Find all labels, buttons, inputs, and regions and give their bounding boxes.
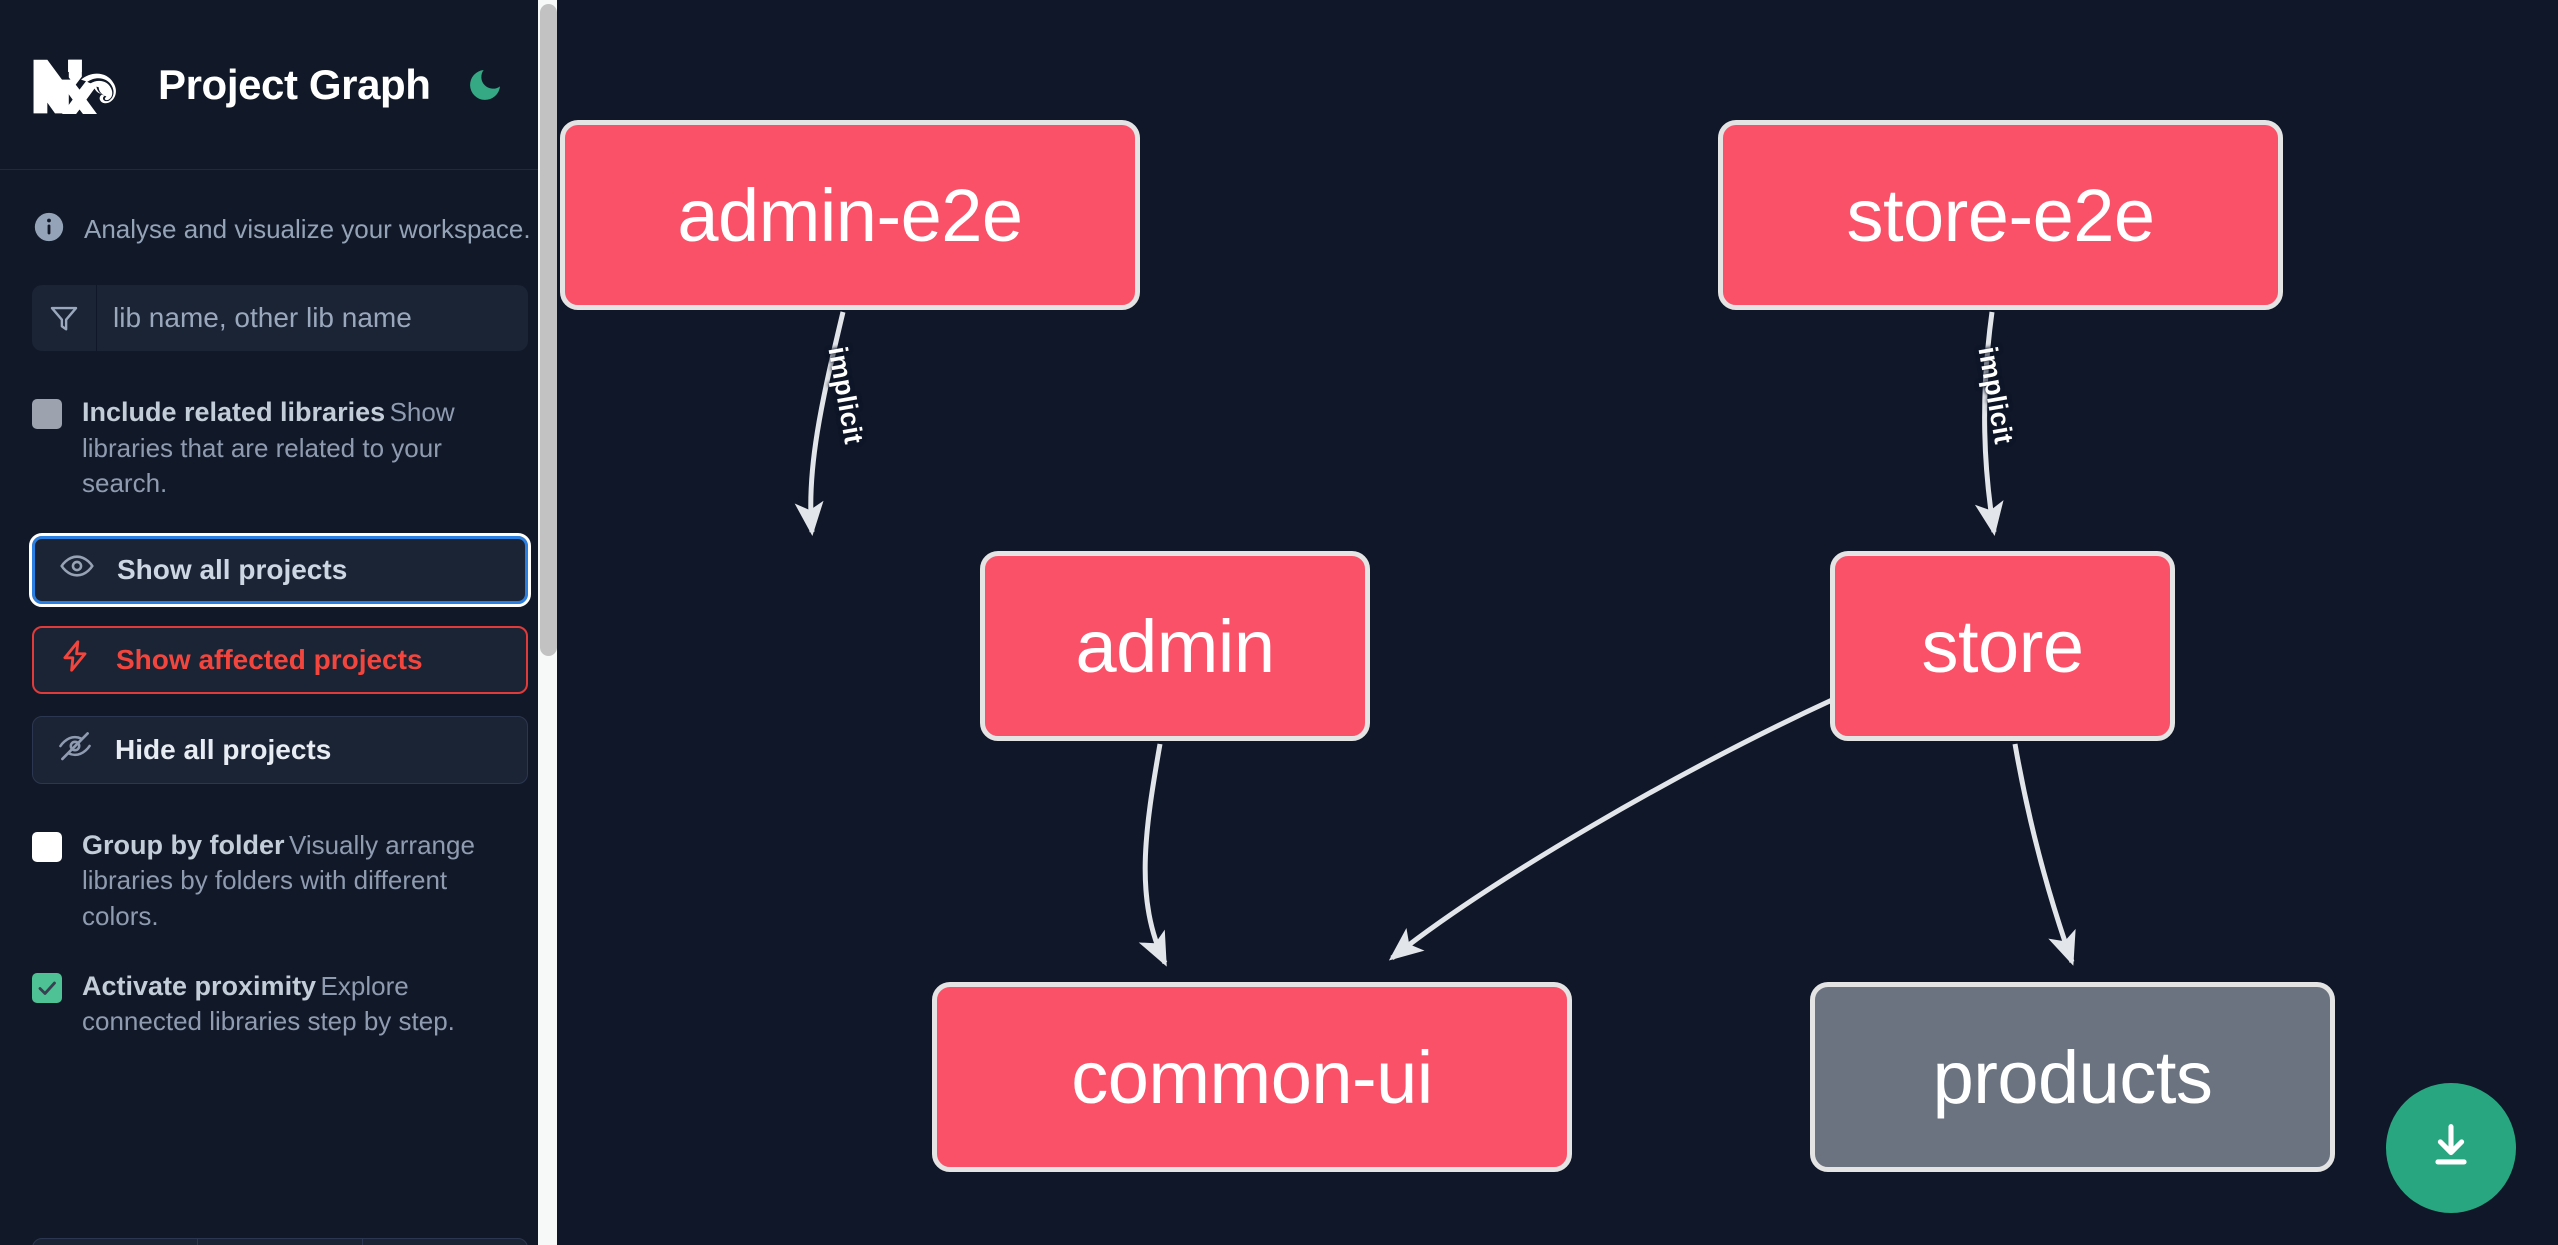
graph-node-store[interactable]: store [1830,551,2175,741]
eye-off-icon [57,728,93,771]
eye-icon [59,548,95,591]
hide-all-projects-label: Hide all projects [115,733,332,765]
activate-proximity-row[interactable]: Activate proximity Explore connected lib… [32,969,528,1040]
group-by-folder-label: Group by folder [82,829,285,860]
nx-logo-icon [32,56,124,119]
info-circle-icon [32,210,66,249]
group-by-folder-description: Visually arrange libraries by folders wi… [82,829,475,932]
activate-proximity-description: Explore connected libraries step by step… [82,970,455,1037]
sidebar-scrollbar[interactable] [538,0,560,1245]
include-related-libraries-label: Include related libraries [82,397,386,427]
show-affected-projects-label: Show affected projects [116,643,423,675]
activate-proximity-checkbox[interactable] [32,972,62,1003]
include-related-libraries-row[interactable]: Include related libraries Show libraries… [32,395,528,502]
sidebar-header: Project Graph [0,0,560,170]
show-affected-projects-button[interactable]: Show affected projects [32,625,528,694]
graph-node-store-e2e[interactable]: store-e2e [1718,120,2283,310]
include-related-libraries-description: Show libraries that are related to your … [82,397,455,499]
hide-all-projects-button[interactable]: Hide all projects [32,715,528,784]
project-graph-canvas[interactable]: implicit implicit admin-e2e store-e2e ad… [560,0,2558,1245]
show-all-projects-label: Show all projects [117,553,348,585]
moon-icon[interactable] [463,63,507,107]
segmented-option-1[interactable] [33,1239,198,1245]
filter-field[interactable] [32,285,528,351]
workspace-info: Analyse and visualize your workspace. [32,170,531,285]
graph-node-common-ui[interactable]: common-ui [932,982,1572,1172]
download-button[interactable] [2386,1083,2516,1213]
activate-proximity-label: Activate proximity [82,970,317,1001]
page-title: Project Graph [158,60,431,108]
group-by-folder-checkbox[interactable] [32,831,62,862]
graph-node-admin[interactable]: admin [980,551,1370,741]
show-all-projects-button[interactable]: Show all projects [29,532,531,607]
funnel-filter-icon [32,285,97,351]
edge-admin-e2e-to-admin [794,311,846,536]
sidebar-scrollbar-thumb[interactable] [540,4,557,656]
group-by-folder-row[interactable]: Group by folder Visually arrange librari… [32,828,528,935]
include-related-libraries-checkbox[interactable] [32,399,62,429]
graph-edges [794,311,2076,967]
download-icon [2422,1117,2480,1180]
projects-actions: Show all projects Show affected projects [29,532,531,784]
sidebar: Project Graph Analyse and visualize your… [0,0,560,1245]
graph-node-admin-e2e[interactable]: admin-e2e [560,120,1140,310]
segmented-option-2[interactable] [198,1239,363,1245]
search-input[interactable] [97,285,528,351]
sidebar-divider [557,0,560,1245]
layout-segmented-control[interactable] [32,1238,528,1245]
sidebar-body: Analyse and visualize your workspace. In… [0,170,560,1040]
workspace-info-text: Analyse and visualize your workspace. [84,214,531,244]
segmented-option-3[interactable] [363,1239,527,1245]
graph-node-products[interactable]: products [1810,982,2335,1172]
lightning-bolt-icon [58,638,94,681]
